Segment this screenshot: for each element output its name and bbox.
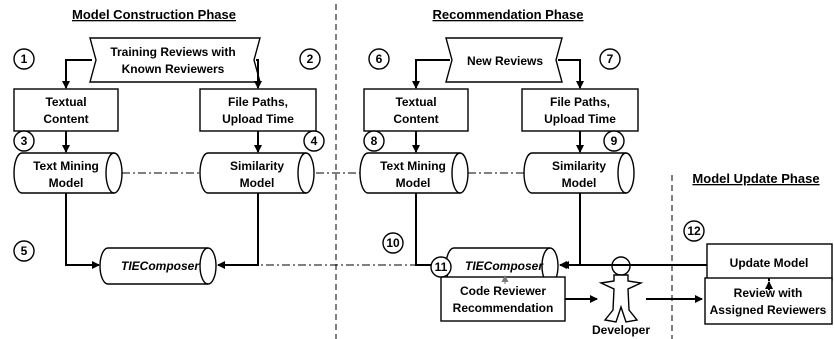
phase-title-construction: Model Construction Phase <box>72 7 236 22</box>
svg-text:Code Reviewer: Code Reviewer <box>460 284 546 298</box>
svg-text:File Paths,: File Paths, <box>228 95 288 109</box>
file-paths-box-2: File Paths, Upload Time <box>521 88 639 132</box>
arrow-similarity-to-tiecomposer <box>217 193 259 269</box>
update-model-box: Update Model <box>706 243 833 281</box>
step-number-11: 11 <box>430 256 452 278</box>
step-number-7: 7 <box>599 48 621 70</box>
svg-text:Upload Time: Upload Time <box>544 112 616 126</box>
svg-text:Model: Model <box>562 176 597 190</box>
svg-text:Assigned Reviewers: Assigned Reviewers <box>710 303 827 317</box>
code-reviewer-recommendation-box: Code Reviewer Recommendation <box>440 276 566 322</box>
step-number-3: 3 <box>13 130 35 152</box>
svg-text:Content: Content <box>393 112 438 126</box>
arrow-training-to-textual <box>62 59 92 89</box>
svg-text:File Paths,: File Paths, <box>550 95 610 109</box>
svg-text:New Reviews: New Reviews <box>467 54 543 68</box>
tiecomposer-2: TIEComposer <box>445 247 559 285</box>
svg-text:Known Reviewers: Known Reviewers <box>122 62 225 76</box>
svg-text:Content: Content <box>43 112 88 126</box>
svg-text:Similarity: Similarity <box>552 159 606 173</box>
textual-content-box-2: Textual Content <box>363 88 469 132</box>
svg-text:7: 7 <box>607 52 614 66</box>
new-reviews-document: New Reviews <box>445 37 563 83</box>
svg-text:Model: Model <box>49 176 84 190</box>
svg-text:Similarity: Similarity <box>230 159 284 173</box>
similarity-model-1: Similarity Model <box>199 152 315 194</box>
review-assigned-box: Review with Assigned Reviewers <box>704 277 833 325</box>
step-number-10: 10 <box>382 232 404 254</box>
svg-text:3: 3 <box>21 134 28 148</box>
svg-text:11: 11 <box>435 260 448 274</box>
step-number-9: 9 <box>603 130 625 152</box>
textual-content-box-1: Textual Content <box>13 88 119 132</box>
arrow-textmining-to-tiecomposer <box>65 193 100 269</box>
tiecomposer-1: TIEComposer <box>99 247 217 285</box>
arrow-training-to-filepaths <box>254 59 262 89</box>
arrow-textmining-to-tiecomposer-2 <box>415 193 446 269</box>
svg-text:12: 12 <box>687 224 701 238</box>
file-paths-box-1: File Paths, Upload Time <box>199 88 317 132</box>
arrow-similarity-to-tiecomposer-2 <box>559 193 581 269</box>
svg-text:Update Model: Update Model <box>730 256 809 270</box>
svg-text:Training Reviews with: Training Reviews with <box>110 45 235 59</box>
svg-text:Text Mining: Text Mining <box>380 159 446 173</box>
training-reviews-document: Training Reviews with Known Reviewers <box>89 37 261 83</box>
arrow-newreviews-to-textual <box>412 59 450 89</box>
step-number-2: 2 <box>299 48 321 70</box>
phase-title-recommendation: Recommendation Phase <box>433 7 584 22</box>
step-number-1: 1 <box>13 48 35 70</box>
svg-text:5: 5 <box>21 244 28 258</box>
svg-text:Model: Model <box>396 176 431 190</box>
svg-text:Developer: Developer <box>592 323 650 337</box>
svg-text:10: 10 <box>386 236 400 250</box>
svg-text:Upload Time: Upload Time <box>222 112 294 126</box>
svg-text:9: 9 <box>611 134 618 148</box>
svg-text:4: 4 <box>311 134 318 148</box>
svg-text:Textual: Textual <box>45 95 86 109</box>
text-mining-model-2: Text Mining Model <box>359 152 469 194</box>
phase-title-update: Model Update Phase <box>692 171 819 186</box>
developer-figure: Developer <box>592 256 650 337</box>
svg-text:1: 1 <box>21 52 28 66</box>
svg-text:8: 8 <box>371 134 378 148</box>
step-number-8: 8 <box>363 130 385 152</box>
svg-text:Model: Model <box>240 176 275 190</box>
step-number-12: 12 <box>683 220 705 242</box>
svg-text:TIEComposer: TIEComposer <box>121 259 200 273</box>
step-number-5: 5 <box>13 240 35 262</box>
arrow-newreviews-to-filepaths <box>558 59 584 89</box>
step-number-6: 6 <box>368 48 390 70</box>
svg-text:6: 6 <box>376 52 383 66</box>
text-mining-model-1: Text Mining Model <box>13 152 123 194</box>
step-number-4: 4 <box>303 130 325 152</box>
svg-text:Textual: Textual <box>395 95 436 109</box>
similarity-model-2: Similarity Model <box>523 152 635 194</box>
svg-text:2: 2 <box>307 52 314 66</box>
svg-text:Text Mining: Text Mining <box>33 159 99 173</box>
svg-text:Recommendation: Recommendation <box>453 301 554 315</box>
svg-text:TIEComposer: TIEComposer <box>465 259 544 273</box>
svg-text:Review with: Review with <box>734 286 803 300</box>
